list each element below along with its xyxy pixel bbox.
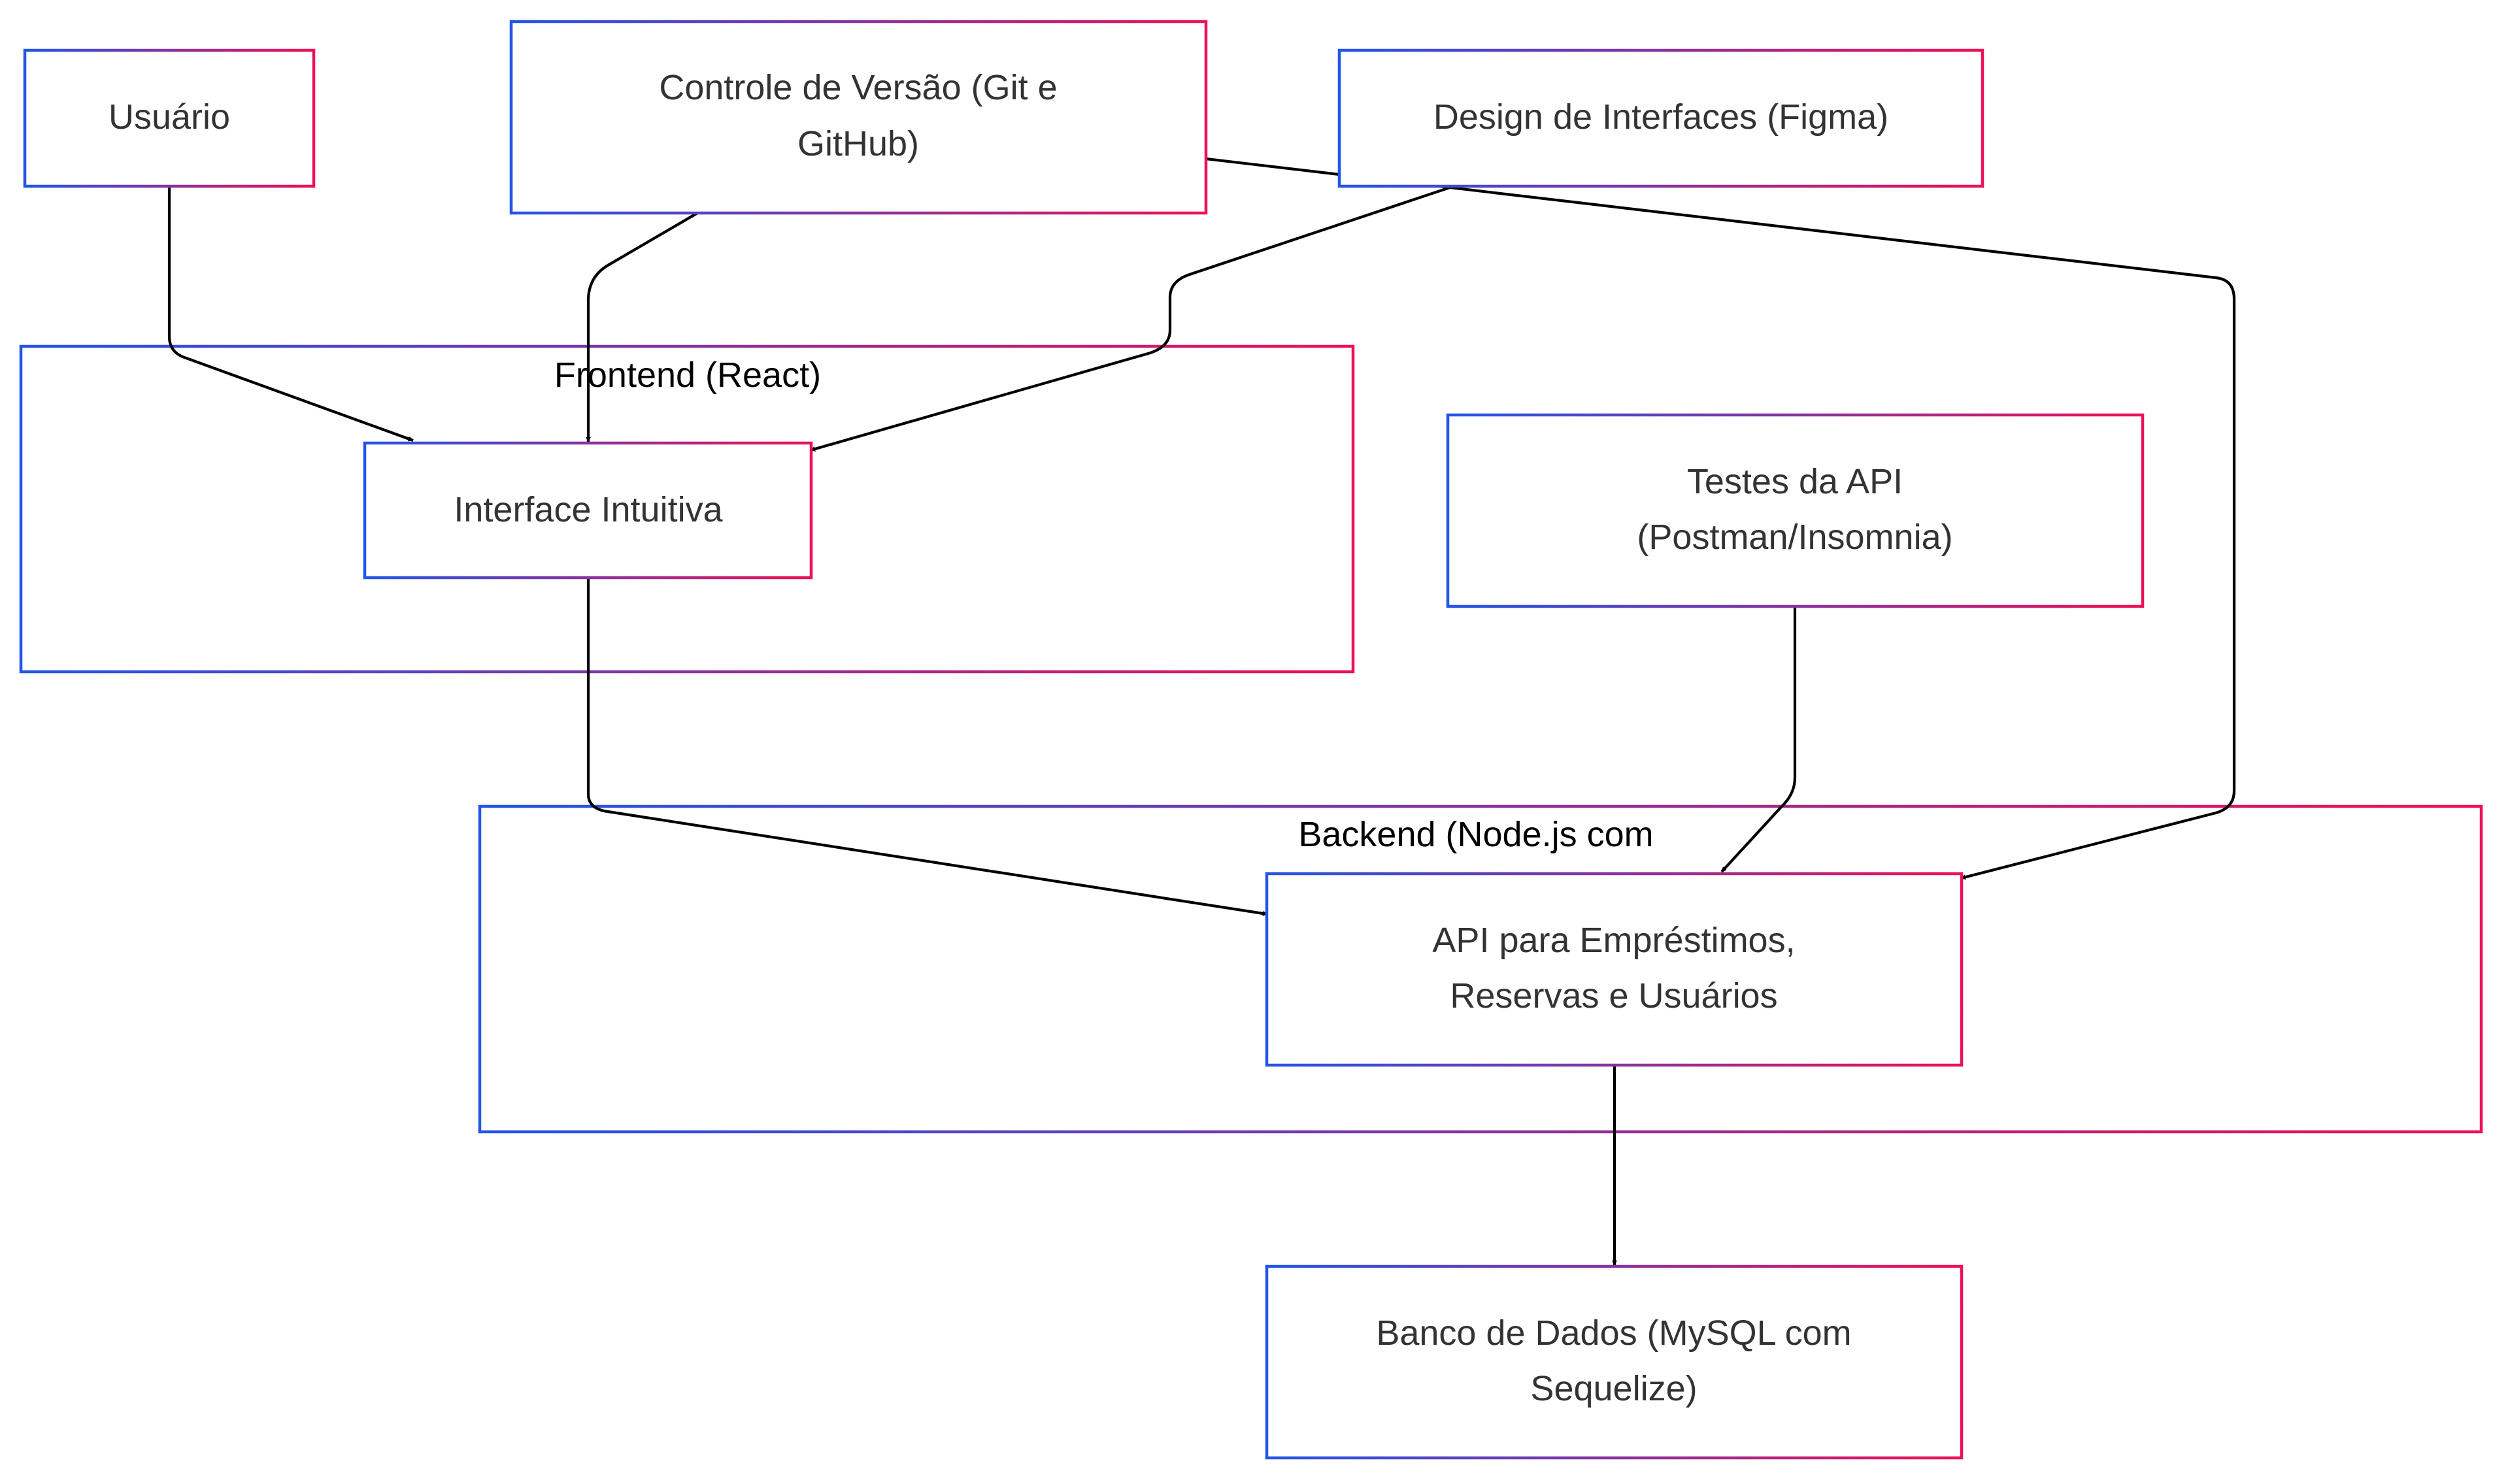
svg-text:Testes da API: Testes da API: [1687, 462, 1903, 501]
svg-text:Controle de Versão (Git e: Controle de Versão (Git e: [659, 68, 1057, 107]
edge-usuario-interface: [167, 186, 414, 442]
node-testes-label-line2: (Postman/Insomnia): [1637, 518, 1952, 557]
node-usuario-label: Usuário: [109, 97, 230, 137]
node-testes-label-line1: Testes da API: [1687, 462, 1903, 501]
node-git-label-line2: GitHub): [797, 124, 919, 163]
node-api-label-line2: Reservas e Usuários: [1450, 976, 1777, 1015]
node-banco-label-line2: Sequelize): [1530, 1369, 1697, 1408]
svg-text:Sequelize): Sequelize): [1530, 1369, 1697, 1408]
node-usuario[interactable]: Usuário: [23, 48, 316, 188]
svg-text:(Postman/Insomnia): (Postman/Insomnia): [1637, 518, 1952, 557]
node-interface[interactable]: Interface Intuitiva: [363, 441, 813, 580]
node-api-label-line1: API para Empréstimos,: [1432, 921, 1795, 960]
node-git-label-line1: Controle de Versão (Git e: [659, 68, 1057, 107]
svg-text:Usuário: Usuário: [109, 97, 230, 137]
svg-text:Reservas e Usuários: Reservas e Usuários: [1450, 976, 1777, 1015]
svg-text:GitHub): GitHub): [797, 124, 919, 163]
node-git[interactable]: Controle de Versão (Git e GitHub): [509, 20, 1208, 215]
edge-git-interface: [586, 212, 699, 442]
node-figma[interactable]: Design de Interfaces (Figma): [1337, 48, 1984, 188]
edge-testes-api: [1720, 606, 1797, 873]
edge-interface-api: [586, 578, 1268, 916]
edge-figma-interface: [810, 186, 1450, 452]
group-backend-label: Backend (Node.js com: [1298, 815, 1653, 854]
svg-text:Banco de Dados (MySQL com: Banco de Dados (MySQL com: [1376, 1313, 1851, 1353]
node-interface-label: Interface Intuitiva: [454, 490, 723, 529]
group-backend: Backend (Node.js com: [478, 804, 2483, 1134]
node-api[interactable]: API para Empréstimos, Reservas e Usuário…: [1265, 872, 1964, 1067]
edges: [167, 157, 2236, 1266]
node-banco[interactable]: Banco de Dados (MySQL com Sequelize): [1265, 1264, 1964, 1460]
node-banco-label-line1: Banco de Dados (MySQL com: [1376, 1313, 1851, 1353]
group-frontend-label: Frontend (React): [554, 355, 821, 395]
svg-text:Design de Interfaces (Figma): Design de Interfaces (Figma): [1433, 97, 1888, 137]
svg-text:API para Empréstimos,: API para Empréstimos,: [1432, 921, 1795, 960]
svg-text:Interface Intuitiva: Interface Intuitiva: [454, 490, 723, 529]
group-frontend: Frontend (React): [19, 344, 1355, 674]
node-figma-label: Design de Interfaces (Figma): [1433, 97, 1888, 137]
edge-git-api: [1205, 157, 2236, 880]
node-testes[interactable]: Testes da API (Postman/Insomnia): [1446, 413, 2145, 608]
